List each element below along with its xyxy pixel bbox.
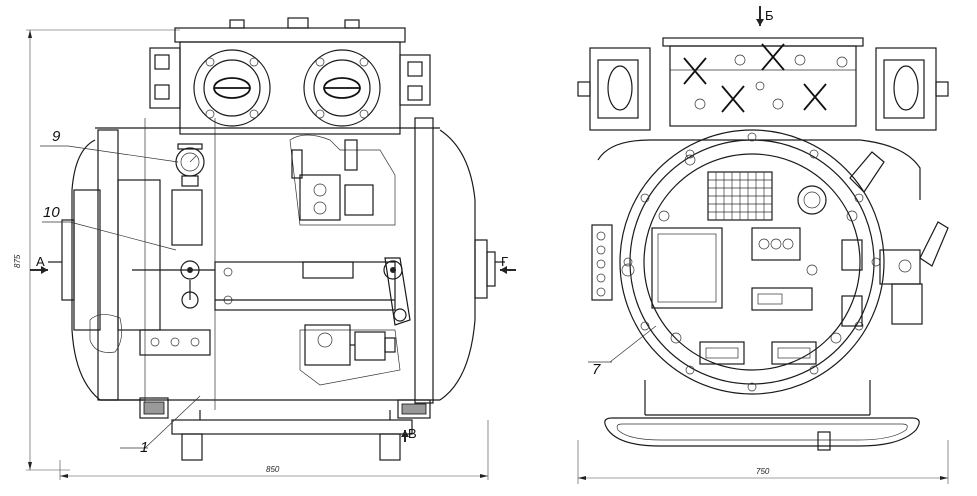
right-leaders	[588, 325, 657, 363]
main-body	[48, 117, 505, 410]
lower-terminal-assembly	[299, 324, 401, 386]
right-dimension-lines	[577, 440, 949, 484]
right-body-outline	[591, 139, 921, 416]
view-letter-a: A	[36, 254, 45, 269]
transformer-box	[651, 227, 723, 309]
connector-right	[771, 341, 817, 365]
right-top-bolts	[683, 43, 848, 113]
callout-7: 7	[592, 361, 601, 378]
view-letter-b: Б	[765, 8, 774, 23]
view-letter-g: Г	[501, 254, 508, 269]
left-view-arrows	[30, 266, 516, 442]
left-leaders	[40, 145, 201, 449]
lever-mechanism	[117, 179, 411, 331]
top-valve-block	[149, 17, 431, 135]
pressure-gauge	[175, 143, 205, 187]
dimension-width-850: 850	[266, 465, 280, 474]
right-view-arrow	[756, 6, 764, 26]
callout-1: 1	[140, 439, 148, 456]
left-dimension-lines	[26, 29, 489, 480]
left-lower-assembly	[89, 314, 211, 356]
display-module	[751, 287, 813, 311]
dimension-width-750: 750	[756, 467, 770, 476]
callout-9: 9	[52, 128, 61, 145]
relay-block	[751, 227, 801, 261]
dial-indicator	[797, 185, 827, 215]
view-letter-v: В	[408, 426, 417, 441]
flange-latch	[849, 151, 949, 325]
terminal-grid-cells	[708, 172, 772, 220]
right-view	[577, 6, 949, 484]
callout-10: 10	[43, 204, 60, 221]
circular-flange	[619, 129, 885, 395]
right-top-block	[577, 37, 949, 131]
left-base	[139, 397, 431, 461]
left-view	[26, 17, 516, 480]
left-lugs	[596, 231, 606, 297]
connector-left	[699, 341, 745, 365]
upper-terminal-assembly	[289, 134, 396, 226]
dimension-height-875: 875	[13, 254, 22, 268]
sled-runner	[604, 417, 920, 451]
